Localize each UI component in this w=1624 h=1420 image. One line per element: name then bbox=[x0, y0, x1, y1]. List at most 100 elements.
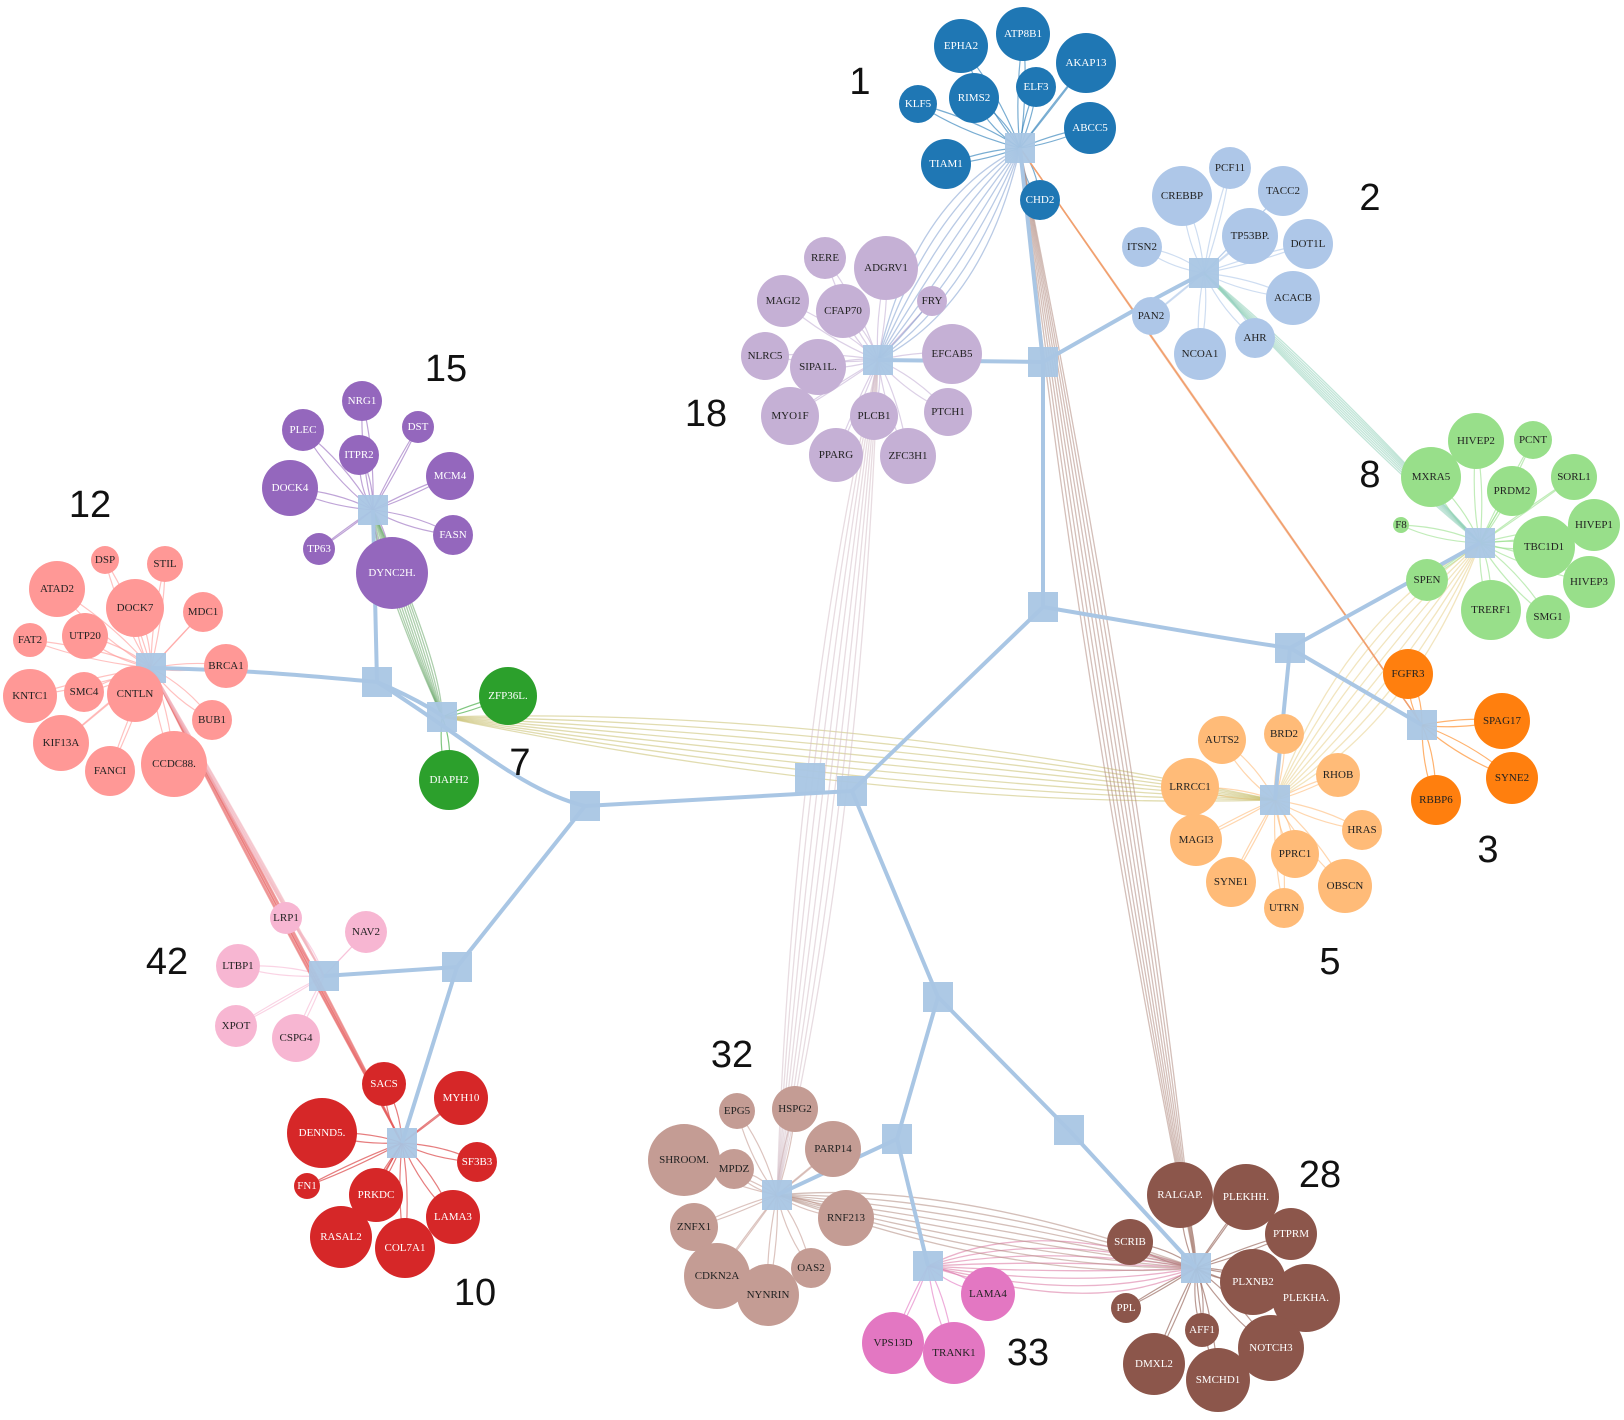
gene-node-tbc1d1[interactable]: TBC1D1 bbox=[1513, 516, 1575, 578]
gene-node-obscn[interactable]: OBSCN bbox=[1318, 859, 1372, 913]
gene-node-ncoa1[interactable]: NCOA1 bbox=[1174, 328, 1226, 380]
gene-node-sacs[interactable]: SACS bbox=[362, 1062, 406, 1106]
gene-node-nynrin[interactable]: NYNRIN bbox=[737, 1264, 799, 1326]
gene-node-sf3b3[interactable]: SF3B3 bbox=[457, 1142, 497, 1182]
gene-node-f8[interactable]: F8 bbox=[1393, 517, 1409, 533]
gene-node-dst[interactable]: DST bbox=[402, 411, 434, 443]
gene-node-tp53bp[interactable]: TP53BP. bbox=[1222, 208, 1278, 264]
gene-node-elf3[interactable]: ELF3 bbox=[1016, 67, 1056, 107]
gene-node-scrib[interactable]: SCRIB bbox=[1107, 1219, 1153, 1265]
gene-node-rnf213[interactable]: RNF213 bbox=[818, 1190, 874, 1246]
gene-node-lrp1[interactable]: LRP1 bbox=[270, 902, 302, 934]
gene-node-fgfr3[interactable]: FGFR3 bbox=[1383, 649, 1433, 699]
gene-node-ptprm[interactable]: PTPRM bbox=[1265, 1208, 1317, 1260]
gene-node-nlrc5[interactable]: NLRC5 bbox=[741, 332, 789, 380]
gene-node-magi2[interactable]: MAGI2 bbox=[757, 275, 809, 327]
gene-node-epha2[interactable]: EPHA2 bbox=[934, 19, 988, 73]
gene-node-xpot[interactable]: XPOT bbox=[215, 1005, 257, 1047]
gene-node-smc4[interactable]: SMC4 bbox=[64, 672, 104, 712]
gene-node-myh10[interactable]: MYH10 bbox=[434, 1071, 488, 1125]
gene-node-adgrv1[interactable]: ADGRV1 bbox=[854, 236, 918, 300]
gene-node-rhob[interactable]: RHOB bbox=[1316, 753, 1360, 797]
gene-node-fn1[interactable]: FN1 bbox=[294, 1173, 320, 1199]
gene-node-bub1[interactable]: BUB1 bbox=[192, 700, 232, 740]
gene-node-lama4[interactable]: LAMA4 bbox=[961, 1267, 1015, 1321]
gene-node-spen[interactable]: SPEN bbox=[1406, 559, 1448, 601]
gene-node-kntc1[interactable]: KNTC1 bbox=[3, 669, 57, 723]
gene-node-acacb[interactable]: ACACB bbox=[1266, 271, 1320, 325]
gene-node-chd2[interactable]: CHD2 bbox=[1020, 180, 1060, 220]
gene-node-rere[interactable]: RERE bbox=[804, 237, 846, 279]
gene-node-utrn[interactable]: UTRN bbox=[1264, 888, 1304, 928]
gene-node-dmxl2[interactable]: DMXL2 bbox=[1123, 1333, 1185, 1395]
gene-node-dock7[interactable]: DOCK7 bbox=[106, 579, 164, 637]
gene-node-oas2[interactable]: OAS2 bbox=[791, 1248, 831, 1288]
gene-node-mdc1[interactable]: MDC1 bbox=[183, 592, 223, 632]
gene-node-lrrcc1[interactable]: LRRCC1 bbox=[1161, 758, 1219, 816]
gene-node-stil[interactable]: STIL bbox=[147, 546, 183, 582]
gene-node-plcb1[interactable]: PLCB1 bbox=[850, 392, 898, 440]
gene-node-rims2[interactable]: RIMS2 bbox=[949, 73, 999, 123]
gene-node-dennd5[interactable]: DENND5. bbox=[287, 1098, 357, 1168]
gene-node-shroom[interactable]: SHROOM. bbox=[648, 1124, 720, 1196]
gene-node-utp20[interactable]: UTP20 bbox=[62, 613, 108, 659]
gene-node-hivep1[interactable]: HIVEP1 bbox=[1568, 499, 1620, 551]
gene-node-auts2[interactable]: AUTS2 bbox=[1198, 716, 1246, 764]
gene-node-hras[interactable]: HRAS bbox=[1342, 810, 1382, 850]
gene-node-syne1[interactable]: SYNE1 bbox=[1206, 857, 1256, 907]
gene-node-klf5[interactable]: KLF5 bbox=[899, 85, 937, 123]
gene-node-sipa1l[interactable]: SIPA1L. bbox=[790, 339, 846, 395]
gene-node-fasn[interactable]: FASN bbox=[433, 515, 473, 555]
gene-node-magi3[interactable]: MAGI3 bbox=[1170, 814, 1222, 866]
gene-node-lama3[interactable]: LAMA3 bbox=[426, 1190, 480, 1244]
gene-node-pprc1[interactable]: PPRC1 bbox=[1271, 830, 1319, 878]
gene-node-ralgap[interactable]: RALGAP. bbox=[1147, 1162, 1213, 1228]
gene-node-mcm4[interactable]: MCM4 bbox=[426, 452, 474, 500]
gene-node-parp14[interactable]: PARP14 bbox=[805, 1121, 861, 1177]
gene-node-cfap70[interactable]: CFAP70 bbox=[816, 284, 870, 338]
gene-node-zfp36l[interactable]: ZFP36L. bbox=[479, 667, 537, 725]
gene-node-fat2[interactable]: FAT2 bbox=[13, 623, 47, 657]
gene-node-ccdc88[interactable]: CCDC88. bbox=[141, 731, 207, 797]
gene-node-syne2[interactable]: SYNE2 bbox=[1486, 752, 1538, 804]
gene-node-smchd1[interactable]: SMCHD1 bbox=[1186, 1348, 1250, 1412]
gene-node-crebbp[interactable]: CREBBP bbox=[1152, 166, 1212, 226]
gene-node-akap13[interactable]: AKAP13 bbox=[1056, 33, 1116, 93]
gene-node-trerf1[interactable]: TRERF1 bbox=[1461, 580, 1521, 640]
gene-node-dock4[interactable]: DOCK4 bbox=[262, 460, 318, 516]
gene-node-ltbp1[interactable]: LTBP1 bbox=[216, 944, 260, 988]
gene-node-smg1[interactable]: SMG1 bbox=[1526, 595, 1570, 639]
gene-node-sorl1[interactable]: SORL1 bbox=[1551, 454, 1597, 500]
gene-node-fry[interactable]: FRY bbox=[917, 286, 947, 316]
gene-node-pcf11[interactable]: PCF11 bbox=[1209, 147, 1251, 189]
gene-node-nav2[interactable]: NAV2 bbox=[345, 911, 387, 953]
gene-node-plec[interactable]: PLEC bbox=[282, 409, 324, 451]
gene-node-rasal2[interactable]: RASAL2 bbox=[310, 1206, 372, 1268]
gene-node-brca1[interactable]: BRCA1 bbox=[204, 644, 248, 688]
gene-node-hivep2[interactable]: HIVEP2 bbox=[1448, 413, 1504, 469]
gene-node-mpdz[interactable]: MPDZ bbox=[714, 1149, 754, 1189]
gene-node-ahr[interactable]: AHR bbox=[1235, 318, 1275, 358]
gene-node-trank1[interactable]: TRANK1 bbox=[923, 1322, 985, 1384]
gene-node-tacc2[interactable]: TACC2 bbox=[1258, 166, 1308, 216]
gene-node-kif13a[interactable]: KIF13A bbox=[33, 715, 89, 771]
gene-node-mxra5[interactable]: MXRA5 bbox=[1401, 447, 1461, 507]
gene-node-brd2[interactable]: BRD2 bbox=[1264, 714, 1304, 754]
gene-node-diaph2[interactable]: DIAPH2 bbox=[419, 750, 479, 810]
gene-node-itsn2[interactable]: ITSN2 bbox=[1122, 227, 1162, 267]
gene-node-myo1f[interactable]: MYO1F bbox=[761, 387, 819, 445]
gene-node-hivep3[interactable]: HIVEP3 bbox=[1563, 556, 1615, 608]
gene-node-pparg[interactable]: PPARG bbox=[809, 428, 863, 482]
gene-node-pcnt[interactable]: PCNT bbox=[1514, 421, 1552, 459]
gene-node-dot1l[interactable]: DOT1L bbox=[1283, 219, 1333, 269]
gene-node-ppl[interactable]: PPL bbox=[1111, 1293, 1141, 1323]
gene-node-epg5[interactable]: EPG5 bbox=[719, 1093, 755, 1129]
gene-node-atad2[interactable]: ATAD2 bbox=[29, 561, 85, 617]
gene-node-col7a1[interactable]: COL7A1 bbox=[375, 1218, 435, 1278]
gene-node-hspg2[interactable]: HSPG2 bbox=[772, 1086, 818, 1132]
gene-node-abcc5[interactable]: ABCC5 bbox=[1064, 102, 1116, 154]
gene-node-ptch1[interactable]: PTCH1 bbox=[924, 388, 972, 436]
gene-node-rbbp6[interactable]: RBBP6 bbox=[1411, 775, 1461, 825]
gene-node-tp63[interactable]: TP63 bbox=[303, 533, 335, 565]
gene-node-efcab5[interactable]: EFCAB5 bbox=[922, 324, 982, 384]
